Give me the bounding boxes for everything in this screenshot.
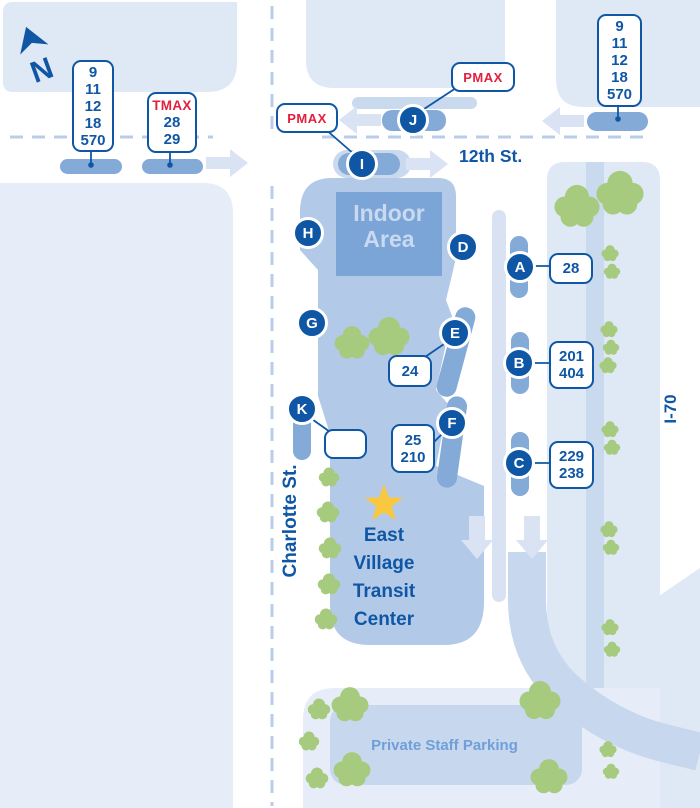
route-sign-west-local: 9 11 12 18 570 xyxy=(72,60,114,152)
routes-box-stop-b: 201 404 xyxy=(549,341,594,389)
route-sign-lines: 9 11 12 18 570 xyxy=(80,63,106,149)
indoor-area-label: Indoor Area xyxy=(353,200,425,252)
stop-circle-c: C xyxy=(503,447,535,479)
street-centerlines xyxy=(10,6,650,806)
stop-circle-g: G xyxy=(296,307,328,339)
traffic-arrows xyxy=(206,106,584,559)
parking-lot-inner xyxy=(330,705,582,785)
route-sign-pmax-j: PMAX xyxy=(451,62,515,92)
stop-circle-h: H xyxy=(292,217,324,249)
transit-center-platform xyxy=(300,178,484,645)
stop-circle-e: E xyxy=(439,317,471,349)
arrow-east-west1 xyxy=(206,149,248,177)
arrow-west-J xyxy=(339,106,381,134)
arrow-south-1 xyxy=(461,516,493,559)
island-platform xyxy=(492,210,506,602)
route-sign-lines: 28 29 xyxy=(163,114,181,148)
route-sign-pmax-i: PMAX xyxy=(276,103,338,133)
tmax-label: TMAX xyxy=(152,98,192,113)
shelter-J xyxy=(352,97,477,109)
pmax-label: PMAX xyxy=(287,110,327,126)
route-sign-lines: 9 11 12 18 570 xyxy=(606,18,633,103)
block-west xyxy=(0,183,233,808)
block-northwest xyxy=(3,2,237,92)
route-sign-east-local: 9 11 12 18 570 xyxy=(597,14,642,107)
arrow-west-east-platform xyxy=(542,107,584,135)
highway-label-i70: I-70 xyxy=(661,394,680,424)
stop-circle-i: I xyxy=(346,148,378,180)
street-label-12th: 12th St. xyxy=(459,146,523,166)
arrow-south-2 xyxy=(516,516,548,559)
bay-K xyxy=(293,414,311,460)
routes-box-stop-c: 229 238 xyxy=(549,441,594,489)
routes-box-stop-f: 25 210 xyxy=(391,424,435,473)
stop-circle-j: J xyxy=(397,104,429,136)
indoor-area-building xyxy=(336,192,442,276)
stop-circle-d: D xyxy=(447,231,479,263)
routes-box-stop-a: 28 xyxy=(549,253,593,284)
stop-circle-a: A xyxy=(504,251,536,283)
corridor-lane-stripe xyxy=(586,162,604,808)
routes-box-stop-e: 24 xyxy=(388,355,432,387)
routes-box-stop-k xyxy=(324,429,367,459)
stop-circle-b: B xyxy=(503,347,535,379)
street-label-charlotte: Charlotte St. xyxy=(280,464,301,578)
stop-circle-f: F xyxy=(436,407,468,439)
arrow-east-I xyxy=(406,150,448,178)
private-parking-label: Private Staff Parking xyxy=(371,737,518,754)
transit-center-label: East Village Transit Center xyxy=(352,525,416,630)
stop-circle-k: K xyxy=(286,393,318,425)
star-icon xyxy=(365,484,403,521)
pmax-label: PMAX xyxy=(463,69,503,85)
south-access-road xyxy=(508,552,700,771)
platform-west-2 xyxy=(142,159,203,174)
